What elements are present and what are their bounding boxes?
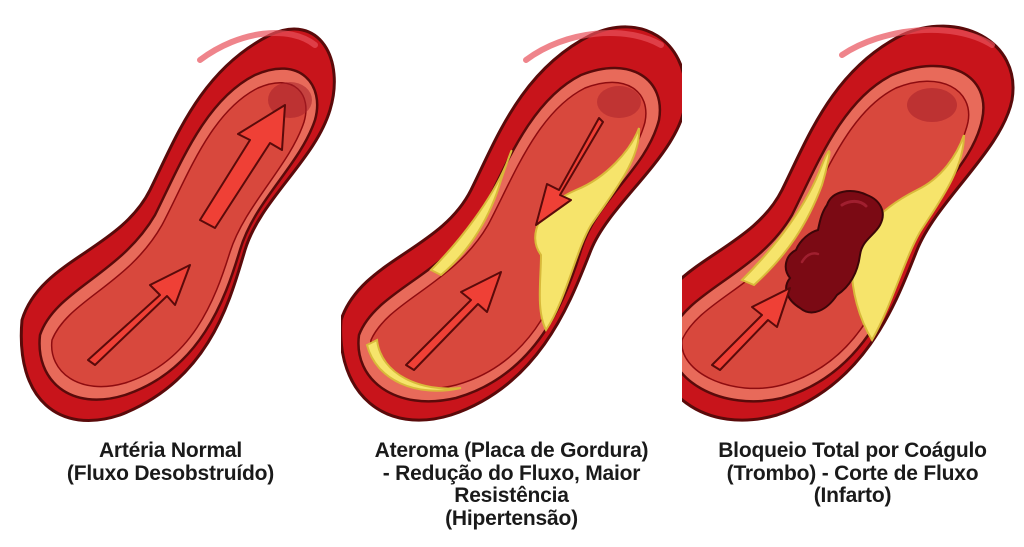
plaque-deposit-left xyxy=(740,150,831,287)
blocked-flow-arrow xyxy=(711,287,791,371)
thrombus-illustration xyxy=(682,24,1015,422)
plaque-deposit-left xyxy=(429,150,513,277)
caption-line: (Infarto) xyxy=(813,484,892,507)
panel-thrombus: Bloqueio Total por Coágulo (Trombo) - Co… xyxy=(682,0,1023,547)
blood-flow-arrow-upper xyxy=(199,104,286,229)
caption-line: Ateroma (Placa de Gordura) xyxy=(374,439,649,462)
blood-flow-arrow-lower xyxy=(87,264,191,366)
reduced-flow-arrow-lower xyxy=(405,271,502,371)
caption-atheroma: Ateroma (Placa de Gordura) - Redução do … xyxy=(341,439,682,530)
caption-line: (Trombo) - Corte de Fluxo xyxy=(726,461,979,485)
blood-clot-thrombus xyxy=(784,190,884,314)
plaque-deposit-bottom xyxy=(365,338,462,392)
normal-artery-illustration xyxy=(19,27,336,422)
panel-atheroma: Ateroma (Placa de Gordura) - Redução do … xyxy=(341,0,682,547)
caption-line: Artéria Normal xyxy=(98,439,243,462)
caption-line: - Redução do Fluxo, Maior xyxy=(382,461,641,485)
caption-line: (Fluxo Desobstruído) xyxy=(66,461,275,485)
atheroma-illustration xyxy=(341,25,682,422)
plaque-deposit-right xyxy=(534,127,641,332)
caption-line: Bloqueio Total por Coágulo xyxy=(718,439,987,462)
caption-normal-artery: Artéria Normal (Fluxo Desobstruído) xyxy=(0,439,341,485)
caption-thrombus: Bloqueio Total por Coágulo (Trombo) - Co… xyxy=(682,439,1023,508)
reduced-flow-arrow-upper xyxy=(535,117,604,226)
caption-line: Resistência xyxy=(454,484,569,507)
caption-line: (Hipertensão) xyxy=(445,506,578,530)
plaque-deposit-right xyxy=(850,134,965,342)
panel-normal-artery: Artéria Normal (Fluxo Desobstruído) xyxy=(0,0,341,547)
